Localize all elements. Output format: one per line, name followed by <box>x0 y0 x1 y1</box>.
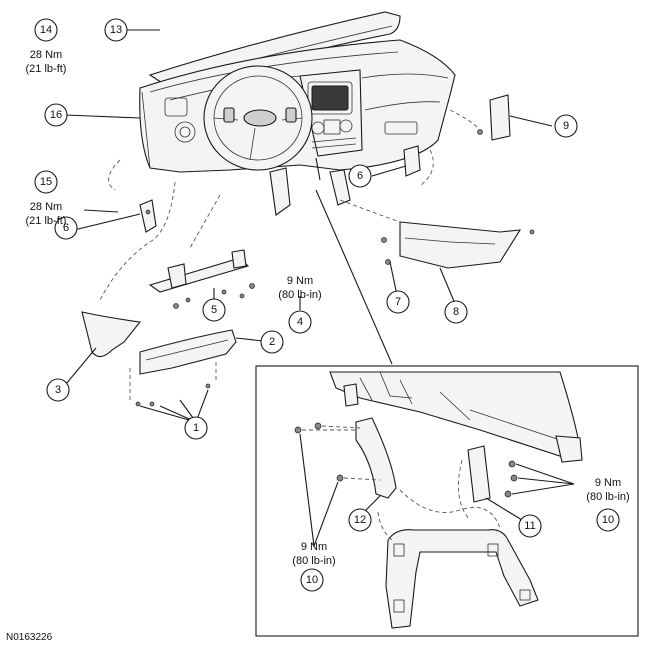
detail-bracket-12 <box>294 417 397 499</box>
svg-text:(80 lb-in): (80 lb-in) <box>586 491 629 503</box>
callout-13: 13 <box>104 18 128 42</box>
svg-text:6: 6 <box>63 222 69 234</box>
callout-7: 7 <box>386 290 410 314</box>
right-side-bracket <box>403 145 421 177</box>
detail-bracket-11 <box>467 445 518 503</box>
right-end-panel <box>477 94 511 141</box>
torque-spec-4: 9 Nm (80 lb-in) <box>278 275 321 301</box>
svg-text:28 Nm: 28 Nm <box>30 49 62 61</box>
svg-text:9 Nm: 9 Nm <box>287 275 313 287</box>
steering-wheel <box>203 65 313 171</box>
callout-6-left: 6 <box>54 216 78 240</box>
figure-id: N0163226 <box>6 632 53 643</box>
svg-text:3: 3 <box>55 384 61 396</box>
svg-text:10: 10 <box>306 574 318 586</box>
knee-bolster-panel <box>129 329 237 407</box>
svg-text:8: 8 <box>453 306 459 318</box>
callout-8: 8 <box>444 300 468 324</box>
detail-lower-support <box>385 529 539 629</box>
svg-text:(21 lb-ft): (21 lb-ft) <box>26 63 67 75</box>
lower-right-brace <box>381 221 535 269</box>
svg-text:13: 13 <box>110 24 122 36</box>
callout-14: 14 <box>34 18 58 42</box>
center-display-screen <box>311 85 349 111</box>
svg-text:7: 7 <box>395 296 401 308</box>
svg-text:9 Nm: 9 Nm <box>301 541 327 553</box>
callout-10-right: 10 <box>596 508 620 532</box>
svg-text:(80 lb-in): (80 lb-in) <box>292 555 335 567</box>
torque-spec-10-left: 9 Nm (80 lb-in) <box>292 541 335 567</box>
callout-6-right: 6 <box>348 164 372 188</box>
wiring-harness-routing <box>99 109 479 301</box>
torque-spec-10-right: 9 Nm (80 lb-in) <box>586 477 629 503</box>
svg-text:14: 14 <box>40 24 52 36</box>
svg-text:16: 16 <box>50 109 62 121</box>
svg-text:1: 1 <box>193 422 199 434</box>
svg-text:9: 9 <box>563 120 569 132</box>
svg-text:28 Nm: 28 Nm <box>30 201 62 213</box>
callout-5: 5 <box>202 298 226 322</box>
callout-2: 2 <box>260 330 284 354</box>
torque-spec-14: 28 Nm (21 lb-ft) <box>26 49 67 75</box>
svg-text:9 Nm: 9 Nm <box>595 477 621 489</box>
callout-11: 11 <box>518 514 542 538</box>
svg-text:6: 6 <box>357 170 363 182</box>
svg-text:11: 11 <box>524 520 535 532</box>
torque-spec-15: 28 Nm (21 lb-ft) <box>26 201 67 227</box>
callout-9: 9 <box>554 114 578 138</box>
detail-leader-lines <box>299 433 575 547</box>
left-side-bracket <box>139 199 157 233</box>
center-support-brackets <box>269 157 351 216</box>
svg-text:4: 4 <box>297 316 303 328</box>
detail-inset-frame <box>255 365 639 637</box>
svg-text:2: 2 <box>269 336 275 348</box>
callout-1: 1 <box>184 416 208 440</box>
callout-12: 12 <box>348 508 372 532</box>
detail-instrument-panel-underside <box>329 371 583 463</box>
svg-text:(80 lb-in): (80 lb-in) <box>278 289 321 301</box>
detail-harness-routing <box>377 459 501 541</box>
knee-bolster-bracket <box>148 249 255 309</box>
svg-text:5: 5 <box>211 304 217 316</box>
svg-text:10: 10 <box>602 514 614 526</box>
svg-text:12: 12 <box>354 514 366 526</box>
callout-10-left: 10 <box>300 568 324 592</box>
callout-3: 3 <box>46 378 70 402</box>
callout-16: 16 <box>44 103 68 127</box>
svg-text:15: 15 <box>40 176 52 188</box>
callout-15: 15 <box>34 170 58 194</box>
svg-text:(21 lb-ft): (21 lb-ft) <box>26 215 67 227</box>
left-lower-trim-panel <box>81 311 142 358</box>
callout-4: 4 <box>288 310 312 334</box>
